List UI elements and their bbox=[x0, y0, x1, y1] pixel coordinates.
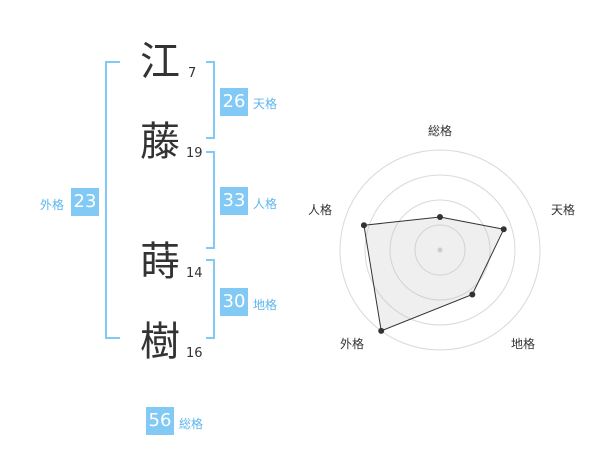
soukaku-label: 総格 bbox=[179, 417, 204, 431]
stroke-count-3: 14 bbox=[186, 266, 203, 281]
chikaku-label: 地格 bbox=[253, 298, 278, 312]
jinkaku-value: 33 bbox=[220, 187, 248, 215]
stroke-count-4: 16 bbox=[186, 346, 203, 361]
gaikaku-value: 23 bbox=[71, 188, 99, 216]
radar-ring bbox=[389, 199, 491, 301]
jinkaku-bracket bbox=[206, 151, 215, 249]
radar-series-polygon bbox=[363, 216, 505, 332]
radar-ring bbox=[414, 224, 466, 276]
name-char-3: 蒔 bbox=[140, 239, 180, 285]
radar-ring bbox=[364, 174, 516, 326]
radar-ring bbox=[339, 149, 541, 351]
radar-axis-label-soukaku: 総格 bbox=[428, 124, 453, 138]
name-char-4: 樹 bbox=[140, 319, 180, 365]
radar-axis-label-jinkaku: 人格 bbox=[308, 203, 333, 217]
radar-center bbox=[437, 247, 443, 253]
name-char-2: 藤 bbox=[140, 119, 180, 165]
soukaku-value: 56 bbox=[146, 407, 174, 435]
gaikaku-label: 外格 bbox=[40, 198, 65, 212]
tenkaku-label: 天格 bbox=[253, 97, 278, 111]
chikaku-bracket bbox=[206, 259, 215, 339]
tenkaku-bracket bbox=[206, 61, 215, 139]
outer-bracket bbox=[105, 61, 120, 339]
tenkaku-value: 26 bbox=[220, 88, 248, 116]
name-char-1: 江 bbox=[140, 39, 180, 85]
radar-point-0 bbox=[437, 214, 443, 220]
stroke-count-1: 7 bbox=[188, 66, 197, 81]
stroke-count-2: 19 bbox=[186, 146, 203, 161]
radar-point-3 bbox=[378, 327, 385, 334]
radar-point-1 bbox=[500, 226, 507, 233]
jinkaku-label: 人格 bbox=[253, 197, 278, 211]
radar-point-4 bbox=[360, 222, 367, 229]
chikaku-value: 30 bbox=[220, 288, 248, 316]
radar-axis-label-tenkaku: 天格 bbox=[551, 203, 576, 217]
radar-point-2 bbox=[469, 291, 476, 298]
radar-axis-label-chikaku: 地格 bbox=[511, 337, 536, 351]
radar-axis-label-gaikaku: 外格 bbox=[340, 337, 365, 351]
